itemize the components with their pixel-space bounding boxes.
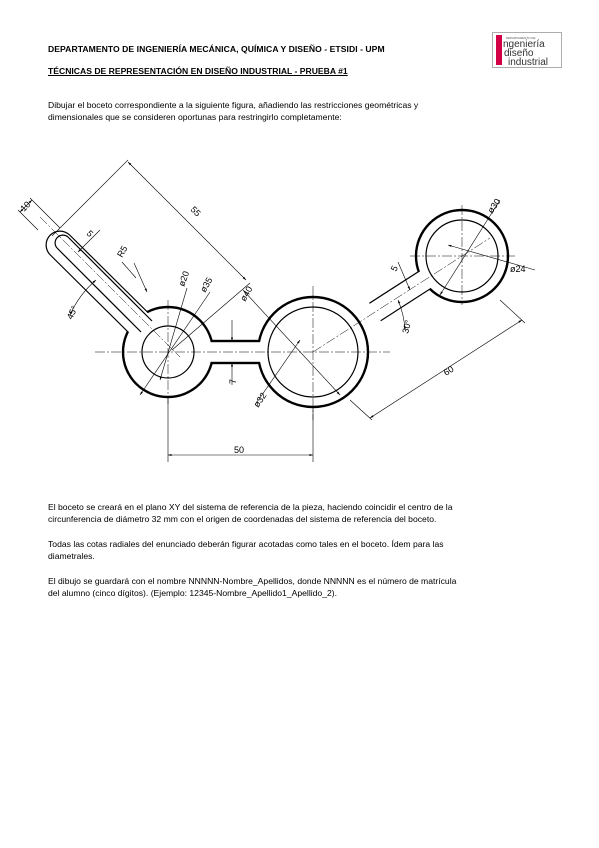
paragraph-2-line-2: diametrales. [48, 551, 95, 561]
dim-d20: ø20 [176, 270, 191, 288]
paragraph-1: El boceto se creará en el plano XY del s… [48, 501, 553, 525]
part-outline [45, 208, 510, 409]
paragraph-1-line-2: circunferencia de diámetro 32 mm con el … [48, 514, 437, 524]
paragraph-2-line-1: Todas las cotas radiales del enunciado d… [48, 539, 444, 549]
paragraph-3-line-2: del alumno (cinco dígitos). (Ejemplo: 12… [48, 588, 338, 598]
dim-r5: R5 [115, 244, 129, 259]
dim-d32: ø32 [251, 391, 268, 409]
dim-d35: ø35 [198, 276, 214, 294]
intro-text: Dibujar el boceto correspondiente a la s… [48, 99, 553, 123]
dim-50: 50 [234, 445, 244, 455]
paragraph-3-line-1: El dibujo se guardará con el nombre NNNN… [48, 576, 457, 586]
department-logo: DEPARTAMENTO DE ngeniería diseño industr… [492, 32, 562, 68]
dim-55: 55 [189, 204, 203, 218]
paragraph-2: Todas las cotas radiales del enunciado d… [48, 538, 553, 562]
logo-small-text: DEPARTAMENTO DE [506, 36, 535, 40]
department-title: DEPARTAMENTO DE INGENIERÍA MECÁNICA, QUÍ… [48, 44, 385, 54]
paragraph-3: El dibujo se guardará con el nombre NNNN… [48, 575, 553, 599]
dimension-lines [17, 159, 536, 462]
dim-5-slot: 5 [85, 228, 96, 239]
intro-line-2: dimensionales que se consideren oportuna… [48, 112, 342, 122]
dim-45-deg: 45° [65, 304, 80, 321]
dim-d24: ø24 [510, 264, 526, 274]
paragraph-1-line-1: El boceto se creará en el plano XY del s… [48, 502, 453, 512]
logo-word-1: ngeniería [503, 39, 545, 50]
dim-30-deg: 30° [400, 318, 413, 334]
logo-word-2: diseño [504, 48, 534, 59]
logo-word-3: industrial [508, 57, 548, 68]
dim-d30: ø30 [485, 197, 502, 215]
course-title: TÉCNICAS DE REPRESENTACIÓN EN DISEÑO IND… [48, 66, 348, 76]
dim-5-arm: 5 [389, 264, 400, 273]
dim-d40: ø40 [238, 285, 254, 303]
dim-7: 7 [228, 379, 238, 384]
intro-line-1: Dibujar el boceto correspondiente a la s… [48, 100, 419, 110]
dim-60: 60 [442, 364, 456, 378]
